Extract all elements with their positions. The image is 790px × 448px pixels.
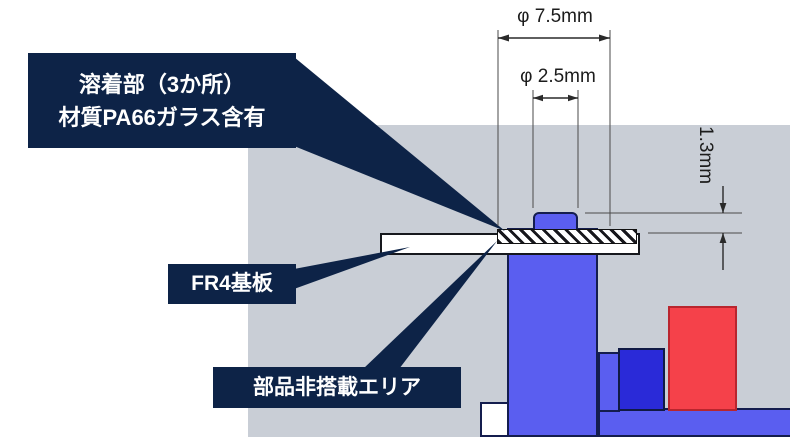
dim-2-5-label: φ 2.5mm	[520, 66, 596, 87]
dim-2-5-arrow-right	[568, 94, 578, 102]
callout-fr4-label: FR4基板	[191, 272, 273, 296]
callout-weld: 溶着部（3か所） 材質PA66ガラス含有	[28, 53, 296, 148]
dim-7-5-arrow-right	[599, 34, 610, 42]
dim-7-5-arrow-left	[498, 34, 509, 42]
pocket-wall	[598, 352, 620, 412]
callout-keepout: 部品非搭載エリア	[213, 367, 461, 408]
callout-fr4: FR4基板	[168, 264, 296, 304]
callout-weld-line1: 溶着部（3か所）	[78, 71, 246, 97]
callout-weld-line2: 材質PA66ガラス含有	[58, 104, 266, 130]
callout-keepout-label: 部品非搭載エリア	[253, 375, 421, 399]
weld-hatch	[497, 229, 637, 244]
dim-1-3-label: 1.3mm	[695, 125, 716, 185]
component-dark-blue	[618, 348, 665, 411]
part-base	[598, 408, 790, 437]
component-red	[668, 306, 737, 411]
dim-2-5-arrow-left	[533, 94, 543, 102]
cutout-notch	[480, 402, 509, 437]
part-column	[507, 228, 598, 437]
dim-7-5-label: φ 7.5mm	[517, 6, 593, 27]
